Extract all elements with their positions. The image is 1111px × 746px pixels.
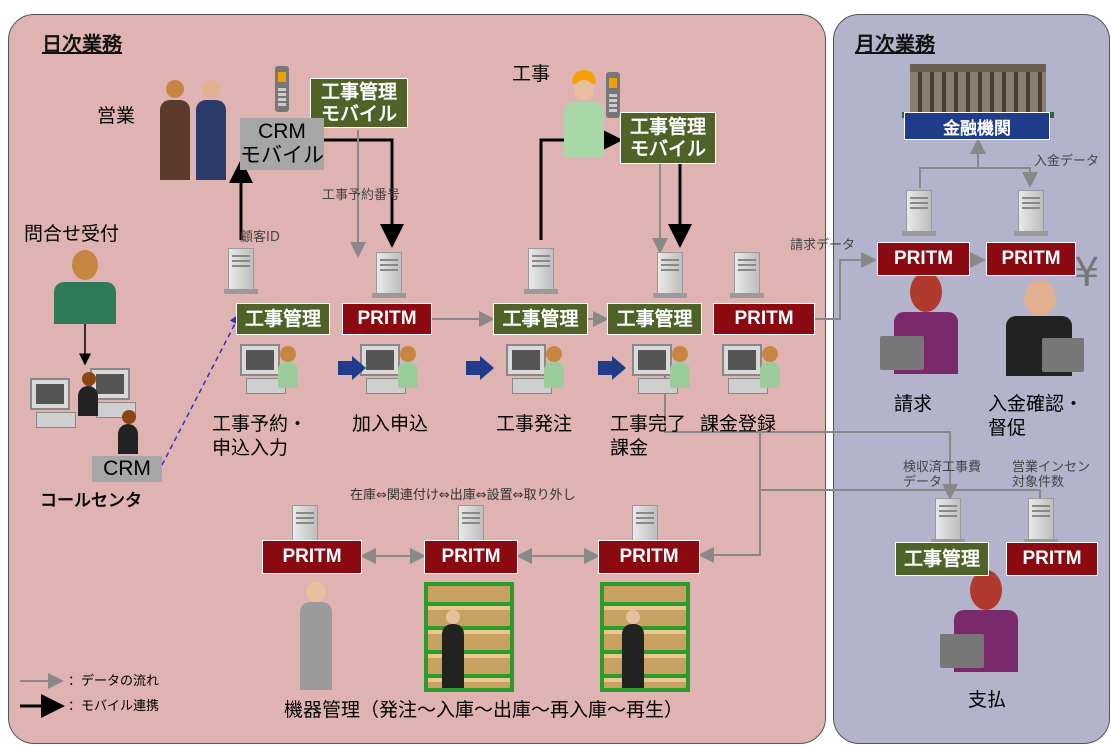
server-icon: [902, 190, 936, 236]
server-icon: [1024, 498, 1058, 544]
yen-icon: ¥: [1074, 250, 1100, 296]
server-icon: [224, 248, 258, 294]
workstation-icon: [632, 344, 690, 394]
kiki-kanri-label: 機器管理（発注～入庫～出庫～再入庫～再生）: [284, 699, 684, 721]
process-arrow-icon: [338, 356, 366, 380]
monthly-title: 月次業務: [855, 32, 935, 56]
koji-kanryo-label: 工事完了 課金: [610, 413, 687, 459]
server-icon: [1014, 190, 1048, 236]
mobile-phone-icon: [606, 72, 620, 118]
shiharai-label: 支払: [968, 689, 1007, 711]
nyukin-kakunin-label: 入金確認・ 督促: [988, 393, 1084, 439]
koji-kanri-box: 工事管理: [236, 303, 330, 335]
server-icon: [372, 252, 406, 298]
equipment-worker-icon: [296, 582, 338, 692]
workstation-icon: [360, 344, 418, 394]
pritm-box: PRITM: [713, 303, 815, 335]
mobile-link-koji-1: [322, 138, 404, 248]
crm-mobile-box: CRM モバイル: [240, 118, 324, 170]
payment-check-staff-icon: [994, 280, 1088, 384]
billing-staff-icon: [880, 272, 972, 384]
financial-institution-box: 金融機関: [904, 112, 1050, 140]
koji-kanri-box: 工事管理: [607, 303, 702, 335]
koji-hatchu-label: 工事発注: [496, 413, 573, 435]
legend-mobile-link: ：モバイル連携: [68, 699, 160, 714]
warehouse-worker-icon: [440, 610, 466, 690]
workstation-icon: [722, 344, 780, 394]
pritm-stock-box: PRITM: [598, 540, 700, 574]
crm-box: CRM: [92, 456, 162, 482]
daily-title: 日次業務: [42, 32, 122, 56]
nyukin-data-note: 入金データ: [1034, 154, 1100, 169]
pritm-box: PRITM: [342, 303, 432, 335]
kanyu-label: 加入申込: [352, 413, 429, 435]
warehouse-shelf-icon: [600, 582, 690, 692]
workstation-icon: [506, 344, 564, 394]
seikyu-label: 請求: [894, 393, 933, 415]
pritm-seikyu-box: PRITM: [877, 242, 970, 276]
kokyaku-id-note: 顧客ID: [240, 230, 280, 245]
koji-kanri-mobile-box: 工事管理 モバイル: [620, 112, 716, 164]
koji-label: 工事: [512, 63, 551, 85]
construction-worker-icon: [560, 70, 610, 160]
koji-kanri-mobile-box: 工事管理 モバイル: [310, 78, 408, 128]
process-arrow-icon: [598, 356, 626, 380]
koji-kanri-box: 工事管理: [493, 303, 588, 335]
workstation-icon: [240, 344, 298, 394]
server-icon: [524, 248, 558, 294]
server-icon: [730, 252, 764, 298]
eigyo-incentive-note: 営業インセン 対象件数: [1012, 460, 1091, 490]
koji-yoyaku-label: 工事予約・ 申込入力: [212, 413, 308, 459]
toiawase-label: 問合せ受付: [24, 223, 120, 245]
server-icon: [931, 498, 965, 544]
mobile-phone-icon: [275, 66, 289, 112]
pritm-nyukin-box: PRITM: [986, 242, 1076, 276]
eigyo-label: 営業: [97, 105, 136, 127]
pritm-stock-box: PRITM: [262, 540, 362, 574]
sales-people-icon: [156, 80, 236, 190]
server-icon: [653, 252, 687, 298]
bank-building-icon: [902, 64, 1054, 118]
operator-person-icon: [50, 248, 120, 326]
call-center-label: コールセンタ: [40, 491, 142, 511]
zaiko-flow-note: 在庫⇔関連付け⇔出庫⇔設置⇔取り外し: [350, 488, 576, 503]
koji-yoyaku-bango-note: 工事予約番号: [322, 188, 401, 203]
kenshu-koji-note: 検収済工事費 データ: [903, 460, 982, 490]
kakin-toroku-label: 課金登録: [700, 413, 777, 435]
process-arrow-icon: [466, 356, 494, 380]
warehouse-shelf-icon: [424, 582, 514, 692]
koji-kanri-monthly-box: 工事管理: [895, 542, 989, 576]
call-center-icon: [30, 368, 160, 458]
pritm-monthly-box: PRITM: [1006, 542, 1098, 576]
warehouse-worker-icon: [620, 610, 646, 690]
pritm-stock-box: PRITM: [424, 540, 518, 574]
payment-staff-icon: [940, 570, 1030, 680]
legend-data-flow: ：データの流れ: [68, 674, 160, 689]
seikyu-data-note: 請求データ: [790, 238, 856, 253]
